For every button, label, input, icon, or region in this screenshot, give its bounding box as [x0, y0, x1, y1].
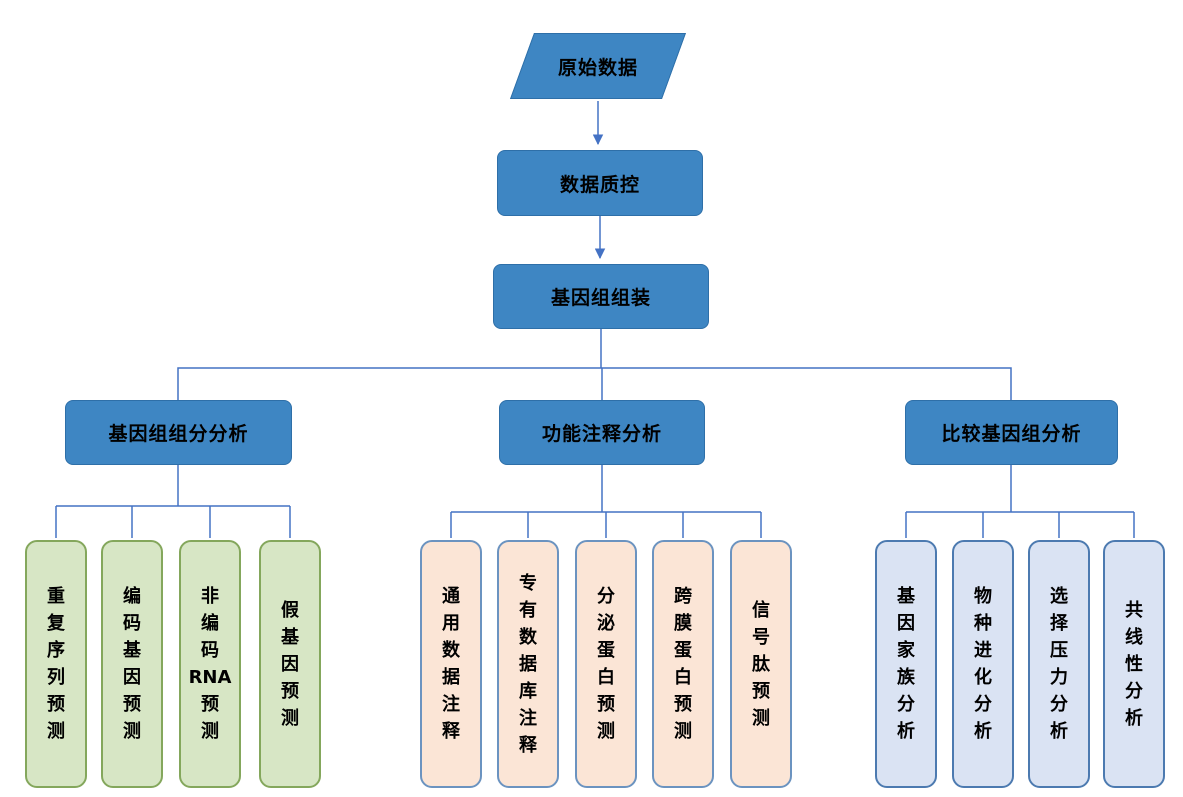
data-qc-label: 数据质控 [559, 173, 640, 196]
node-data-qc: 数据质控 [497, 150, 703, 216]
branch-split-line [177, 367, 1012, 400]
node-genome-assembly: 基因组组装 [493, 264, 709, 329]
branch-label: 基因组组分分析 [108, 423, 249, 445]
leaf-general-database-annotation: 通 用 数 据 注 释 [420, 540, 482, 788]
node-raw-data: 原始数据 [508, 33, 688, 99]
leaf-repeat-sequence-prediction: 重 复 序 列 预 测 [25, 540, 87, 788]
branch-comparative-genomics-analysis: 比较基因组分析 [905, 400, 1118, 465]
branch-label: 功能注释分析 [541, 423, 662, 445]
leaf-secreted-protein-prediction: 分 泌 蛋 白 预 测 [575, 540, 637, 788]
leaf-noncoding-rna-prediction: 非 编 码 RNA 预 测 [179, 540, 241, 788]
leaf-selection-pressure-analysis: 选 择 压 力 分 析 [1028, 540, 1090, 788]
leaf-signal-peptide-prediction: 信 号 肽 预 测 [730, 540, 792, 788]
leaf-species-evolution-analysis: 物 种 进 化 分 析 [952, 540, 1014, 788]
genome-assembly-label: 基因组组装 [550, 287, 651, 309]
leaf-pseudogene-prediction: 假 基 因 预 测 [259, 540, 321, 788]
leaf-specialized-database-annotation: 专 有 数 据 库 注 释 [497, 540, 559, 788]
raw-data-label: 原始数据 [557, 56, 638, 79]
leaf-coding-gene-prediction: 编 码 基 因 预 测 [101, 540, 163, 788]
leaf-transmembrane-protein-prediction: 跨 膜 蛋 白 预 测 [652, 540, 714, 788]
branch-genome-component-analysis: 基因组组分分析 [65, 400, 292, 465]
branch-functional-annotation-analysis: 功能注释分析 [499, 400, 705, 465]
leaf-synteny-analysis: 共 线 性 分 析 [1103, 540, 1165, 788]
branch-label: 比较基因组分析 [941, 423, 1082, 445]
leaf-gene-family-analysis: 基 因 家 族 分 析 [875, 540, 937, 788]
